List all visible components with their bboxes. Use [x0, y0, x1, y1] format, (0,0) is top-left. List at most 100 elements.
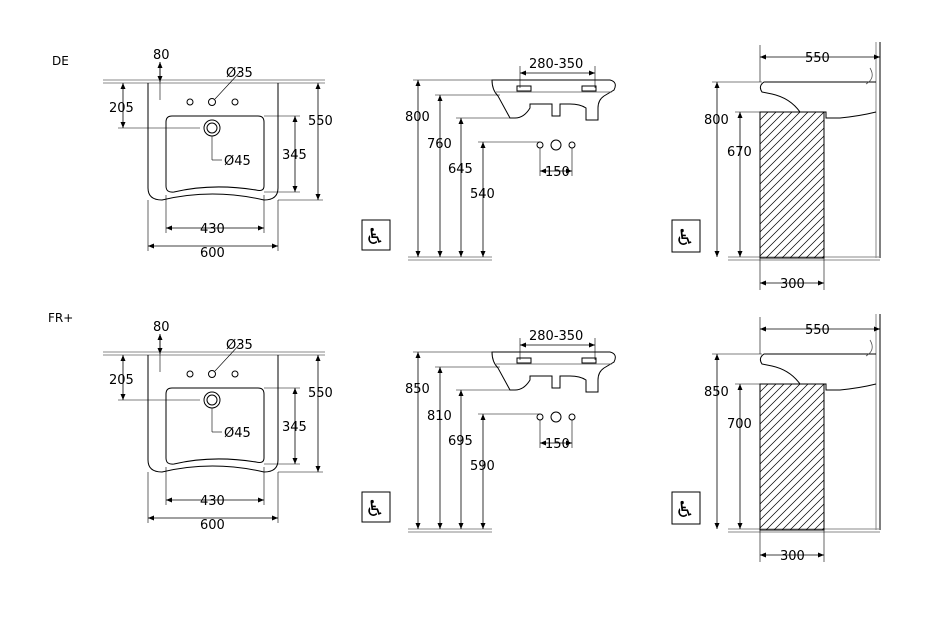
arrowhead	[458, 390, 464, 396]
dim-205: 205	[109, 101, 134, 116]
basin-section	[491, 351, 616, 393]
arrowhead	[157, 334, 163, 340]
wheelchair-icon	[671, 219, 701, 253]
support-block	[759, 383, 825, 531]
tap-hole	[208, 370, 216, 378]
overflow-hole	[203, 119, 221, 137]
tap-hole	[231, 370, 239, 378]
bowl-outline	[165, 387, 265, 465]
front-view: 80 Ø35 205 550 345 Ø45 430 600	[103, 320, 333, 533]
arrowhead	[437, 95, 443, 101]
arrowhead	[258, 497, 264, 503]
dim-depth: 550	[805, 51, 830, 66]
dim-tap-spacing: 280-350	[529, 57, 583, 72]
dim-dia35: Ø35	[226, 338, 253, 353]
dim-430: 430	[200, 222, 225, 237]
mounting-hole	[568, 141, 576, 149]
arrowhead	[737, 523, 743, 529]
mounting-hole	[536, 141, 544, 149]
arrowhead	[272, 515, 278, 521]
tap-hole	[208, 98, 216, 106]
dim-80: 80	[153, 320, 170, 335]
svg-text:♿: ♿	[365, 225, 385, 250]
dim-height-3: 645	[448, 162, 473, 177]
mounting-hole	[568, 413, 576, 421]
basin-outline	[147, 355, 279, 473]
arrowhead	[458, 118, 464, 124]
arrowhead	[520, 342, 526, 348]
arrowhead	[540, 168, 546, 174]
arrowhead	[458, 251, 464, 257]
wheelchair-icon	[361, 491, 391, 523]
tap-hole	[186, 370, 194, 378]
arrowhead	[272, 243, 278, 249]
dim-550: 550	[308, 114, 333, 129]
support-block	[759, 111, 825, 259]
arrowhead	[437, 251, 443, 257]
arrowhead	[415, 80, 421, 86]
dim-345: 345	[282, 148, 307, 163]
dim-300: 300	[780, 277, 805, 292]
arrowhead	[315, 466, 321, 472]
dimension-lines	[120, 54, 880, 286]
basin-section	[491, 79, 616, 121]
arrowhead	[737, 112, 743, 118]
drain-hole	[550, 139, 562, 151]
arrowhead	[415, 523, 421, 529]
tap-hole	[231, 98, 239, 106]
dim-height-2: 810	[427, 409, 452, 424]
hatching	[759, 111, 825, 259]
arrowhead	[480, 414, 486, 420]
arrowhead	[714, 82, 720, 88]
dim-345: 345	[282, 420, 307, 435]
side-view: ♿ 280-350 850 810 695 590 150	[361, 329, 616, 533]
arrowhead	[157, 76, 163, 82]
dim-dia45: Ø45	[224, 154, 251, 169]
dim-600: 600	[200, 518, 225, 533]
dim-tap-spacing: 280-350	[529, 329, 583, 344]
dimension-lines	[120, 326, 880, 558]
arrowhead	[157, 62, 163, 68]
arrowhead	[714, 354, 720, 360]
drain-hole	[550, 411, 562, 423]
arrowhead	[760, 326, 766, 332]
arrowhead	[292, 388, 298, 394]
svg-text:♿: ♿	[675, 226, 695, 251]
wheelchair-icon	[361, 219, 391, 251]
arrowhead	[315, 355, 321, 361]
dim-depth: 550	[805, 323, 830, 338]
arrowhead	[120, 355, 126, 361]
dim-height-3: 695	[448, 434, 473, 449]
arrowhead	[589, 70, 595, 76]
arrowhead	[714, 523, 720, 529]
dim-300: 300	[780, 549, 805, 564]
side-view: ♿ 280-350 800 760 645 540 150	[361, 57, 616, 261]
arrowhead	[166, 497, 172, 503]
arrowhead	[157, 348, 163, 354]
dim-205: 205	[109, 373, 134, 388]
arrowhead	[166, 225, 172, 231]
dim-height-4: 590	[470, 459, 495, 474]
mounting-hole	[536, 413, 544, 421]
arrowhead	[566, 168, 572, 174]
dim-height-2: 760	[427, 137, 452, 152]
basin-outline	[147, 83, 279, 201]
arrowhead	[589, 342, 595, 348]
dim-600: 600	[200, 246, 225, 261]
arrowhead	[737, 251, 743, 257]
arrowhead	[120, 122, 126, 128]
arrowhead	[874, 326, 880, 332]
arrowhead	[818, 280, 824, 286]
dim-height-2: 670	[727, 145, 752, 160]
arrowhead	[760, 552, 766, 558]
arrowhead	[714, 251, 720, 257]
arrowhead	[148, 515, 154, 521]
arrowhead	[818, 552, 824, 558]
dim-height-2: 700	[727, 417, 752, 432]
dim-dia35: Ø35	[226, 66, 253, 81]
variant-label: DE	[52, 54, 69, 68]
arrowhead	[458, 523, 464, 529]
arrowhead	[874, 54, 880, 60]
dim-height-1: 800	[405, 110, 430, 125]
